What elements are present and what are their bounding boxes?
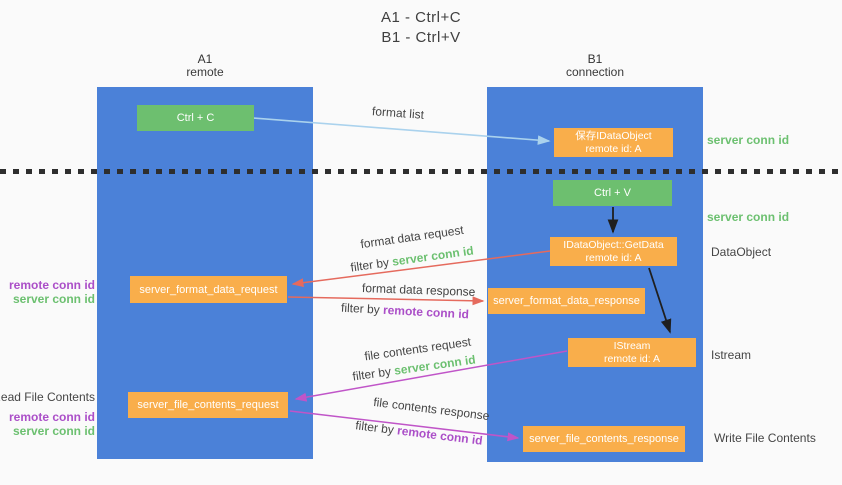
server-format-data-request-box: server_format_data_request <box>130 276 287 303</box>
ctrl-c-label: Ctrl + C <box>176 112 215 124</box>
server-file-contents-request-box: server_file_contents_request <box>128 392 288 418</box>
dataobject-side-label: DataObject <box>711 245 772 259</box>
title-line-b1: B1 - Ctrl+V <box>381 29 461 46</box>
write-file-contents-label: Write File Contents <box>714 431 816 445</box>
ctrl-v-label: Ctrl + V <box>594 187 631 199</box>
save-idataobject-line1: 保存IDataObject <box>575 129 652 142</box>
server-format-data-response-label: server_format_data_response <box>493 295 640 307</box>
arrow-format-list <box>252 117 551 145</box>
title-line-a1: A1 - Ctrl+C <box>380 9 462 26</box>
filter-by-text: filter by <box>340 300 384 317</box>
istream-box: IStream remote id: A <box>568 338 696 367</box>
istream-line1: IStream <box>613 339 651 352</box>
server-conn-id-left-label-format: server conn id <box>12 292 95 306</box>
arrow-file-contents-request <box>294 350 568 402</box>
save-idataobject-box: 保存IDataObject remote id: A <box>554 128 673 157</box>
remote-conn-id-left-label-file: remote conn id <box>8 410 95 424</box>
idataobject-getdata-box: IDataObject::GetData remote id: A <box>550 237 677 266</box>
arrow-format-data-response <box>287 296 485 306</box>
istream-line2: remote id: A <box>603 352 661 365</box>
arrow-file-contents-response <box>289 410 520 442</box>
column-header-a1: A1 remote <box>145 53 265 79</box>
column-b1-subtitle: connection <box>565 65 625 79</box>
server-conn-id-left-label-file: server conn id <box>12 424 95 438</box>
server-conn-id-side-label-top: server conn id <box>707 133 790 147</box>
istream-side-label: Istream <box>711 348 752 362</box>
server-conn-id-side-label-mid: server conn id <box>707 210 790 224</box>
getdata-line2: remote id: A <box>585 251 642 264</box>
session-separator-dotted-line <box>0 169 842 174</box>
column-b1-name: B1 <box>587 52 603 66</box>
ctrl-c-box: Ctrl + C <box>137 105 254 131</box>
read-file-contents-label: Read File Contents <box>0 390 95 404</box>
column-a1-name: A1 <box>197 52 213 66</box>
column-a1-subtitle: remote <box>186 65 224 79</box>
save-idataobject-line2: remote id: A <box>585 142 642 155</box>
server-format-data-request-label: server_format_data_request <box>139 283 278 296</box>
arrow-format-data-request <box>291 250 551 288</box>
server-file-contents-response-box: server_file_contents_response <box>523 426 685 452</box>
server-file-contents-request-label: server_file_contents_request <box>137 399 279 411</box>
remote-conn-id-left-label-format: remote conn id <box>8 278 95 292</box>
getdata-line1: IDataObject::GetData <box>563 238 664 251</box>
server-format-data-response-box: server_format_data_response <box>488 288 645 314</box>
arrow-getdata-to-istream <box>648 267 672 334</box>
column-header-b1: B1 connection <box>535 53 655 79</box>
diagram-title: A1 - Ctrl+C B1 - Ctrl+V <box>0 8 842 48</box>
ctrl-v-box: Ctrl + V <box>553 180 672 206</box>
server-file-contents-response-label: server_file_contents_response <box>529 433 679 445</box>
